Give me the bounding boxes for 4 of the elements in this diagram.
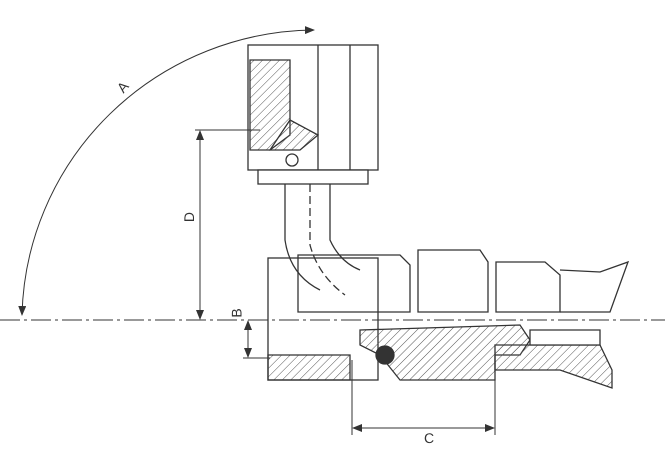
dimension-label: D bbox=[182, 212, 196, 222]
dimension-label: A bbox=[114, 78, 132, 96]
dimension-label: C bbox=[424, 431, 434, 445]
dimension-label: B bbox=[230, 308, 244, 318]
